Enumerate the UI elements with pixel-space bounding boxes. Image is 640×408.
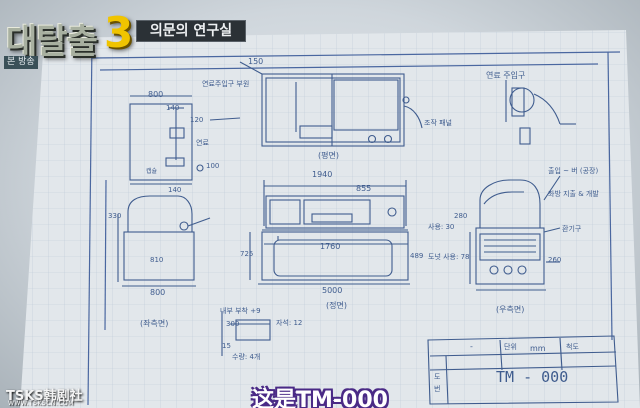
small-view-label-cap: 캡슐 bbox=[146, 168, 158, 175]
paper-grid bbox=[20, 30, 640, 408]
left-view-dim-depth: 810 bbox=[150, 256, 164, 264]
right-view-label-1: 출입 ~ 버 (공장) bbox=[548, 167, 599, 175]
small-view-dim-100: 100 bbox=[206, 162, 220, 170]
internal-detail-drawing bbox=[221, 312, 271, 356]
front-view-dim-base: 5000 bbox=[322, 286, 343, 295]
fansub-watermark: TSKS韩剧社 bbox=[6, 389, 83, 404]
nozzle-detail-drawing bbox=[505, 80, 576, 145]
dim-150: 150 bbox=[248, 57, 263, 66]
top-view-drawing bbox=[239, 61, 423, 147]
front-view-caption: (정면) bbox=[326, 301, 347, 310]
right-view-drawing bbox=[469, 175, 561, 291]
right-view-dim-1: 280 bbox=[454, 212, 468, 220]
drawing-border bbox=[87, 39, 621, 406]
left-view-caption: (좌측면) bbox=[140, 319, 169, 328]
front-view-dim-total: 1940 bbox=[312, 170, 333, 179]
front-view-dim-mid: 855 bbox=[356, 184, 372, 193]
front-view-dim-inner: 1760 bbox=[320, 242, 341, 251]
show-logo-number: 3 bbox=[104, 8, 134, 57]
small-view-label-axis: 연료 bbox=[196, 139, 209, 147]
left-view-dim-height: 330 bbox=[108, 212, 122, 220]
right-view-label-3: 사용: 30 bbox=[428, 223, 455, 231]
small-view-dim-800: 800 bbox=[148, 90, 164, 99]
segment-banner: 의문의 연구실 bbox=[136, 20, 246, 42]
top-view-caption: (평면) bbox=[318, 151, 339, 160]
right-view-label-2: 좌방 지출 & 개발 bbox=[548, 190, 599, 198]
subtitle-caption: 这是TM-000 bbox=[252, 388, 388, 408]
right-view-dim-2: 260 bbox=[548, 256, 562, 264]
small-view-drawing bbox=[129, 95, 241, 185]
front-view-drawing bbox=[249, 180, 410, 285]
top-view-nozzle-label: 연료 주입구 bbox=[486, 71, 526, 80]
top-view-panel-label: 조작 패널 bbox=[424, 119, 452, 127]
title-block-unit: mm bbox=[530, 344, 546, 353]
top-view-door-label: 연료주입구 부원 bbox=[202, 80, 250, 88]
right-view-label-5: 환기구 bbox=[562, 225, 582, 233]
broadcast-tag: 본 방송 bbox=[4, 56, 38, 69]
right-view-caption: (우측면) bbox=[496, 305, 525, 314]
right-view-label-4: 도넛 사용: 78 bbox=[428, 253, 470, 261]
small-view-dim-140b: 140 bbox=[168, 186, 182, 194]
title-block-doc-label-2: 번 bbox=[434, 385, 441, 393]
title-block-doc-label-1: 도 bbox=[434, 373, 441, 381]
title-block bbox=[427, 335, 619, 405]
title-block-scale: - bbox=[470, 342, 473, 351]
fansub-watermark-url: WWW.TSKSCN.COM bbox=[8, 400, 74, 407]
left-view-dim-width: 800 bbox=[150, 288, 166, 297]
show-logo: 대탈출 bbox=[6, 22, 98, 62]
title-block-scale-label: 척도 bbox=[566, 343, 579, 351]
detail-dim-300: 300 bbox=[226, 320, 240, 328]
detail-dim-15: 15 bbox=[222, 342, 231, 350]
detail-label-a: 자석: 12 bbox=[276, 319, 303, 327]
left-view-drawing bbox=[117, 195, 211, 287]
detail-title: 내부 부착 +9 bbox=[220, 307, 261, 315]
small-view-dim-140: 140 bbox=[166, 104, 180, 112]
title-block-unit-label: 단위 bbox=[504, 343, 517, 351]
title-block-model: TM - 000 bbox=[496, 368, 569, 386]
front-view-dim-height: 725 bbox=[240, 250, 254, 258]
front-view-dim-inner-h: 489 bbox=[410, 252, 424, 260]
small-view-dim-120: 120 bbox=[190, 116, 204, 124]
detail-label-b: 수량: 4개 bbox=[232, 353, 261, 361]
